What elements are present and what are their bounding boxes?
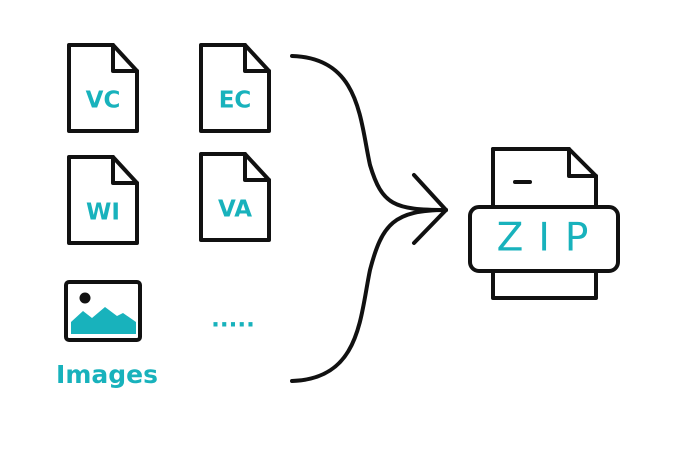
sun-dot	[79, 292, 91, 304]
images-label: Images	[56, 360, 158, 389]
document-icon: WI	[67, 155, 139, 245]
document-icon: EC	[199, 43, 271, 133]
images-group: Images .....	[56, 280, 255, 389]
zip-label: ZIP	[497, 216, 604, 261]
zip-archive-icon: ZIP	[468, 147, 620, 300]
file-label-ec: EC	[219, 88, 252, 114]
file-label-wi: WI	[86, 200, 120, 226]
document-icon: VA	[199, 152, 271, 242]
image-icon	[64, 280, 142, 342]
more-files-ellipsis: .....	[211, 307, 255, 333]
input-files-group: VC EC WI VA	[67, 43, 271, 245]
file-label-vc: VC	[86, 88, 121, 114]
file-label-va: VA	[218, 197, 252, 223]
converging-arrow-icon	[290, 54, 448, 383]
document-icon: VC	[67, 43, 139, 133]
